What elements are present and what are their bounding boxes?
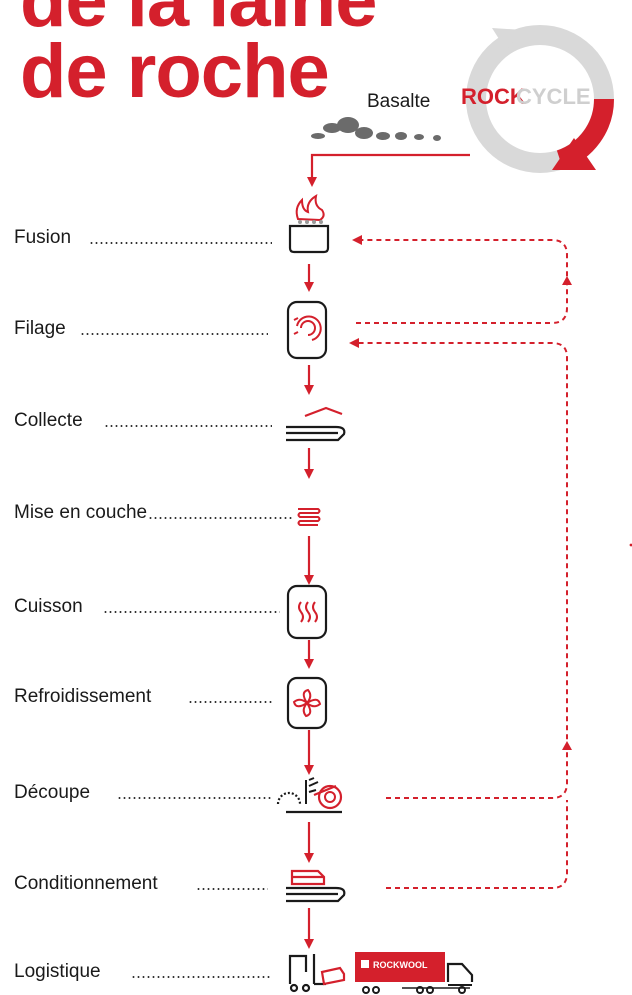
furnace-icon [290, 196, 328, 252]
truck-brand-text: ROCKWOOL [373, 960, 428, 970]
recycle-loops [354, 240, 567, 888]
rockcycle-logo: ROCK CYCLE [461, 28, 604, 170]
truck-icon: ROCKWOOL [355, 952, 472, 993]
package-conveyor-icon [286, 871, 344, 901]
conveyor-icon [286, 408, 344, 440]
saw-roll-icon [278, 778, 342, 812]
spinner-icon [288, 302, 326, 358]
forklift-icon [290, 954, 344, 991]
layers-icon [298, 509, 320, 525]
flow-arrow [312, 155, 470, 182]
rockcycle-cycle-text: CYCLE [516, 84, 591, 109]
fan-icon [288, 678, 326, 728]
loop-arrowhead [562, 741, 572, 750]
oven-icon [288, 586, 326, 638]
rocks-icon [311, 117, 441, 141]
loop-arrowhead [562, 276, 572, 285]
